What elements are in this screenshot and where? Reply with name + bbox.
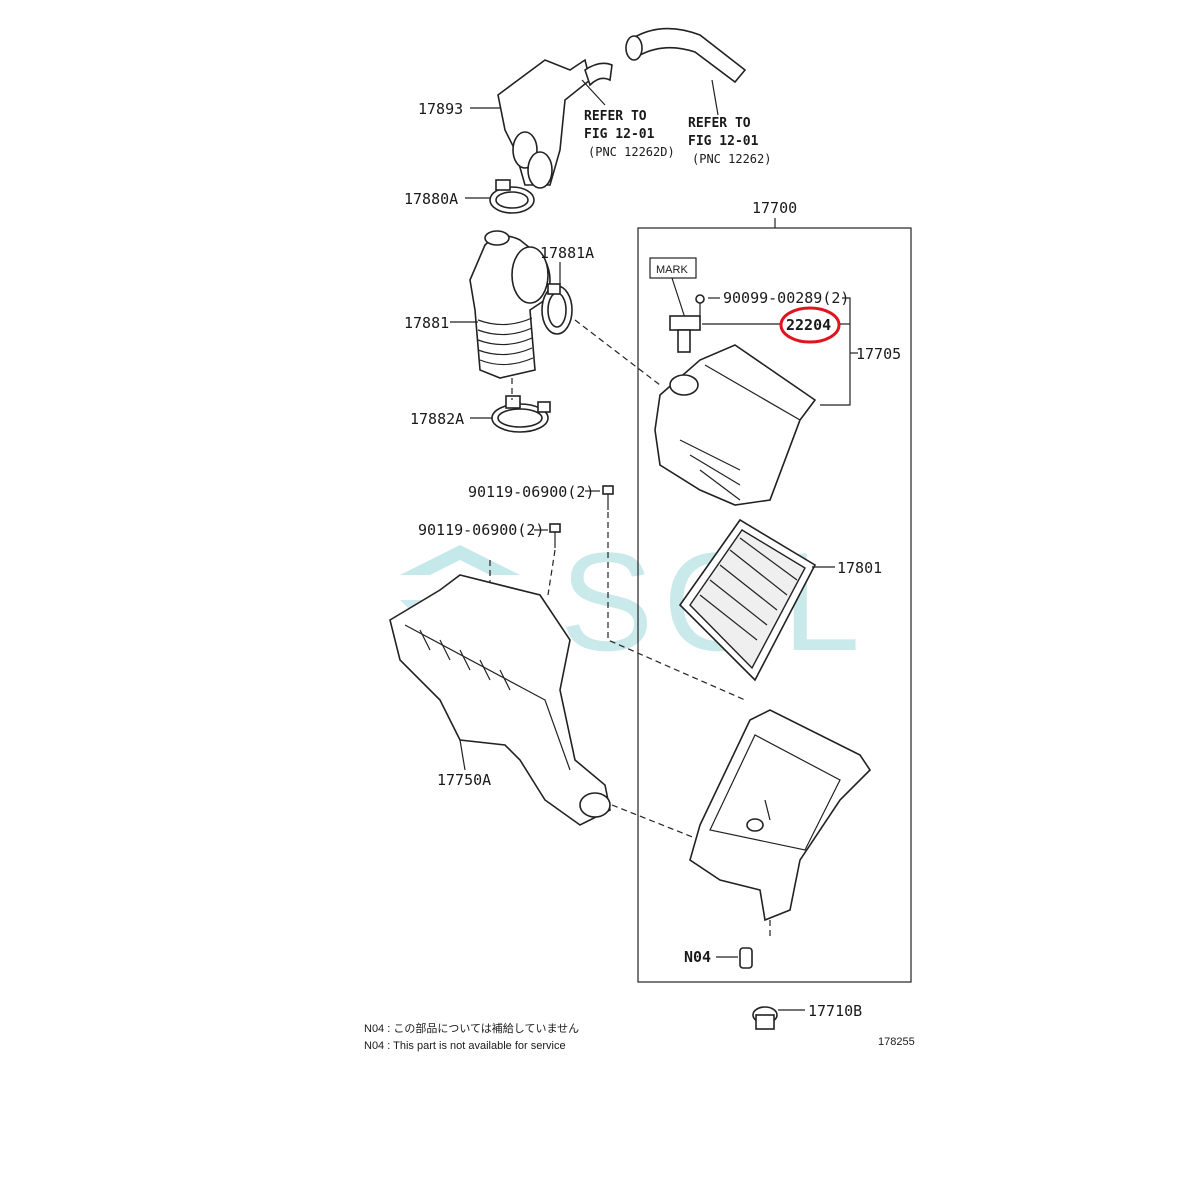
part-17801-air-filter — [678, 518, 817, 682]
callout-17881: 17881 — [404, 314, 449, 332]
part-lower-air-cleaner-case — [689, 709, 872, 922]
part-n04-grommet — [739, 947, 753, 969]
part-17881a-clamp — [541, 283, 573, 335]
callout-17882a: 17882A — [410, 410, 464, 428]
refer-note-12262d: REFER TO FIG 12-01 (PNC 12262D) — [581, 79, 675, 159]
assembly-17700-bracket — [637, 227, 912, 983]
callout-17881a: 17881A — [540, 244, 594, 262]
mark-label: MARK — [656, 264, 688, 276]
part-17882a-clamp — [491, 395, 551, 433]
callout-n04: N04 — [684, 948, 711, 966]
svg-text:(PNC 12262D): (PNC 12262D) — [588, 145, 675, 159]
callout-17801: 17801 — [837, 559, 882, 577]
callout-17893: 17893 — [418, 100, 463, 118]
part-17750a-inlet — [389, 574, 611, 826]
bolt-90119-b — [549, 523, 561, 548]
callout-17710b: 17710B — [808, 1002, 862, 1020]
part-17881-hose — [469, 230, 551, 379]
svg-text:REFER TO: REFER TO — [584, 109, 647, 124]
part-17880a-clamp — [489, 179, 535, 214]
mark-box — [649, 257, 697, 279]
callout-17700: 17700 — [752, 199, 797, 217]
part-17705-cap — [654, 344, 817, 506]
svg-text:(PNC 12262): (PNC 12262) — [692, 152, 771, 166]
callout-22204: 22204 — [786, 316, 831, 334]
svg-text:FIG 12-01: FIG 12-01 — [688, 134, 759, 149]
callout-90119-upper: 90119-06900(2) — [468, 483, 594, 501]
refer-note-12262: REFER TO FIG 12-01 (PNC 12262) — [688, 79, 771, 166]
part-17710b-cushion — [752, 1006, 778, 1030]
highlight-circle — [779, 306, 841, 344]
figure-id: 178255 — [878, 1036, 915, 1048]
callout-90099: 90099-00289(2) — [723, 289, 849, 307]
callout-17705: 17705 — [856, 345, 901, 363]
svg-text:FIG 12-01: FIG 12-01 — [584, 127, 655, 142]
callout-17750a: 17750A — [437, 771, 491, 789]
bolt-90119-a — [602, 485, 614, 510]
callout-17880a: 17880A — [404, 190, 458, 208]
note-japanese: N04 : この部品については補給していません — [364, 1021, 579, 1035]
part-17893-duct — [497, 27, 747, 189]
part-22204-airflow-sensor — [669, 294, 705, 353]
svg-text:REFER TO: REFER TO — [688, 116, 751, 131]
note-english: N04 : This part is not available for ser… — [364, 1040, 566, 1052]
callout-90119-lower: 90119-06900(2) — [418, 521, 544, 539]
